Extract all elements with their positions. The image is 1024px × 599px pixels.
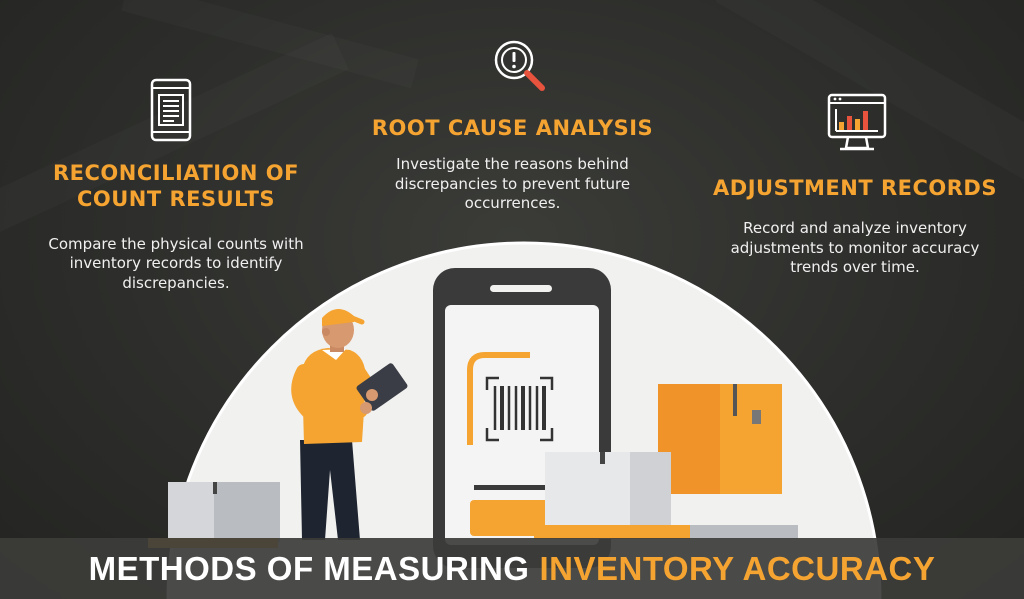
description-line: discrepancies to prevent future — [394, 174, 631, 193]
cardboard-boxes-right — [534, 384, 798, 539]
description-line: discrepancies. — [122, 273, 230, 292]
section-adjustment-records: ADJUSTMENT RECORDS Record and analyze in… — [700, 175, 1010, 278]
title-banner: METHODS OF MEASURING INVENTORY ACCURACY — [0, 538, 1024, 599]
section-root-cause: ROOT CAUSE ANALYSIS Investigate the reas… — [360, 115, 665, 214]
barcode-icon — [485, 376, 554, 442]
banner-title-white: METHODS OF MEASURING — [88, 549, 530, 587]
section-description: Record and analyze inventory adjustments… — [700, 219, 1010, 278]
warehouse-worker — [291, 309, 408, 540]
section-description: Investigate the reasons behind discrepan… — [360, 155, 665, 214]
description-line: Record and analyze inventory — [743, 219, 967, 238]
description-line: inventory records to identify — [69, 254, 283, 272]
title-line: RECONCILIATION OF — [53, 161, 299, 185]
description-line: trends over time. — [790, 258, 920, 277]
section-title: RECONCILIATION OF COUNT RESULTS — [30, 160, 322, 213]
banner-title-orange: INVENTORY ACCURACY — [539, 549, 936, 587]
description-line: adjustments to monitor accuracy — [730, 238, 980, 257]
description-line: occurrences. — [464, 194, 561, 213]
section-description: Compare the physical counts with invento… — [30, 235, 322, 294]
magnifier-alert-icon — [494, 40, 545, 91]
description-line: Compare the physical counts with — [48, 234, 304, 253]
section-title: ROOT CAUSE ANALYSIS — [371, 116, 654, 140]
section-title: ADJUSTMENT RECORDS — [713, 176, 997, 200]
document-tablet-icon — [150, 78, 192, 142]
section-reconciliation: RECONCILIATION OF COUNT RESULTS Compare … — [30, 160, 322, 293]
monitor-bar-chart-icon — [827, 93, 887, 151]
title-line: COUNT RESULTS — [76, 187, 276, 212]
description-line: Investigate the reasons behind — [396, 155, 629, 174]
